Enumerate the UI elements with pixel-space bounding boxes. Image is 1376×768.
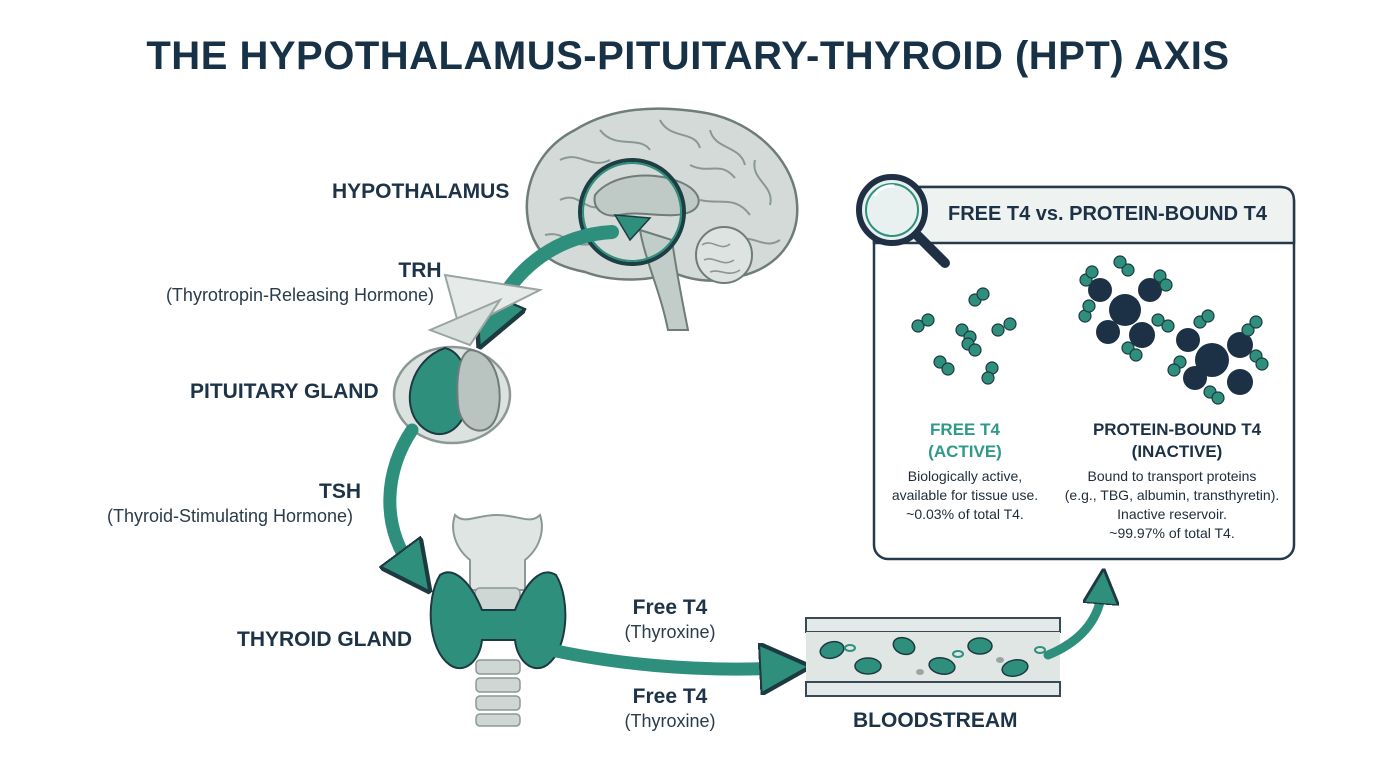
tsh-abbr: TSH <box>319 480 361 503</box>
protein-bound-t4-description: Bound to transport proteins (e.g., TBG, … <box>1052 467 1292 543</box>
bloodstream-label: BLOODSTREAM <box>853 709 1018 732</box>
free-t4-upper-full: (Thyroxine) <box>624 622 716 642</box>
pituitary-label: PITUITARY GLAND <box>190 380 379 403</box>
page-title: THE HYPOTHALAMUS-PITUITARY-THYROID (HPT)… <box>146 34 1230 78</box>
free-t4-lower-abbr: Free T4 <box>632 685 708 708</box>
trh-abbr: TRH <box>398 259 442 282</box>
free-t4-molecules <box>911 287 1017 385</box>
tsh-arrow <box>390 423 412 568</box>
protein-bound-t4-molecules <box>1078 255 1269 405</box>
panel-title: FREE T4 vs. PROTEIN-BOUND T4 <box>948 203 1267 225</box>
trh-full-name: (Thyrotropin-Releasing Hormone) <box>165 285 435 305</box>
free-t4-heading: FREE T4 (ACTIVE) <box>880 419 1050 463</box>
protein-bound-desc-line: Inactive reservoir. <box>1117 506 1227 522</box>
free-t4-lower-full: (Thyroxine) <box>624 711 716 731</box>
bloodstream-to-panel-arrow <box>1043 590 1102 660</box>
free-t4-desc-line: ~0.03% of total T4. <box>906 506 1024 522</box>
protein-bound-desc-line: (e.g., TBG, albumin, transthyretin). <box>1064 487 1280 503</box>
thyroid-label: THYROID GLAND <box>237 628 412 651</box>
free-t4-heading-line2: (ACTIVE) <box>928 442 1002 461</box>
free-vs-bound-panel <box>872 185 1296 561</box>
tsh-full-name: (Thyroid-Stimulating Hormone) <box>106 506 354 526</box>
magnifier-icon <box>856 174 950 268</box>
free-t4-description: Biologically active, available for tissu… <box>870 467 1060 524</box>
pituitary-gland-illustration <box>392 273 544 445</box>
bloodstream-illustration <box>805 617 1061 697</box>
protein-bound-heading-line2: (INACTIVE) <box>1131 442 1223 461</box>
protein-bound-desc-line: ~99.97% of total T4. <box>1109 525 1235 541</box>
protein-bound-heading-line1: PROTEIN-BOUND T4 <box>1092 420 1262 439</box>
thyroid-gland-illustration <box>429 513 567 727</box>
free-t4-desc-line: Biologically active, <box>907 468 1023 484</box>
protein-bound-desc-line: Bound to transport proteins <box>1087 468 1257 484</box>
protein-bound-t4-heading: PROTEIN-BOUND T4 (INACTIVE) <box>1062 419 1292 463</box>
t4-arrow <box>523 638 780 669</box>
brain-illustration <box>525 107 799 331</box>
free-t4-desc-line: available for tissue use. <box>891 487 1039 503</box>
hypothalamus-label: HYPOTHALAMUS <box>332 180 510 203</box>
free-t4-heading-line1: FREE T4 <box>930 420 1000 439</box>
free-t4-upper-abbr: Free T4 <box>632 596 708 619</box>
